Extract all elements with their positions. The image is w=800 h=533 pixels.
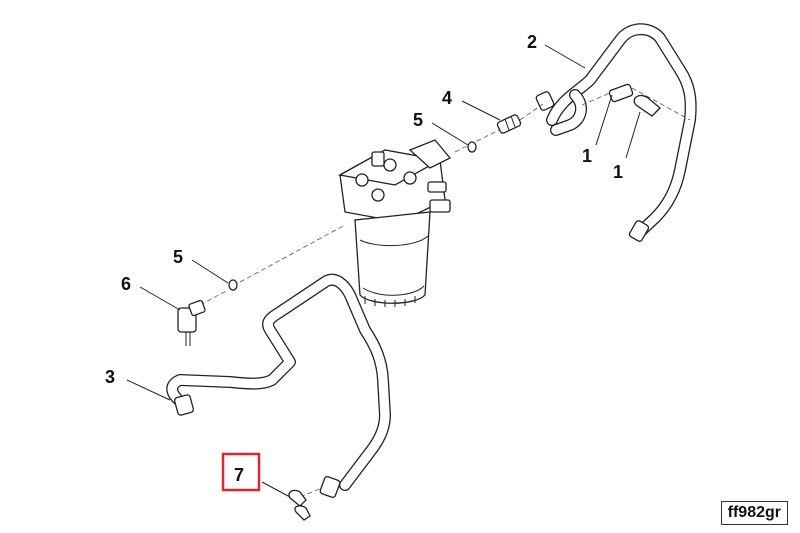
o-ring-part-5-upper bbox=[467, 141, 477, 153]
callout-5-lower: 5 bbox=[173, 247, 183, 267]
o-ring-part-5-lower bbox=[228, 279, 238, 291]
clamp-part-7 bbox=[288, 489, 311, 521]
clamp-part-1-lower bbox=[633, 94, 661, 117]
callout-4: 4 bbox=[442, 88, 452, 108]
callout-1-right: 1 bbox=[613, 162, 623, 182]
callout-1-left: 1 bbox=[582, 146, 592, 166]
elbow-fitting-part-6 bbox=[177, 299, 206, 346]
callout-6: 6 bbox=[121, 274, 131, 294]
hose-part-2 bbox=[535, 23, 697, 242]
hose-part-3 bbox=[166, 273, 391, 498]
callout-3: 3 bbox=[105, 367, 115, 387]
callout-7: 7 bbox=[234, 465, 244, 485]
leader-lines bbox=[126, 44, 641, 498]
figure-reference-label: ff982gr bbox=[720, 501, 788, 525]
fuel-filter-assembly bbox=[338, 139, 452, 307]
fitting-part-4 bbox=[496, 114, 522, 134]
callout-7-highlight-box bbox=[221, 452, 261, 492]
callout-5-upper: 5 bbox=[413, 110, 423, 130]
connector-part-1-upper bbox=[608, 83, 634, 103]
assembly-axis-lines bbox=[199, 87, 691, 498]
callout-2: 2 bbox=[527, 32, 537, 52]
